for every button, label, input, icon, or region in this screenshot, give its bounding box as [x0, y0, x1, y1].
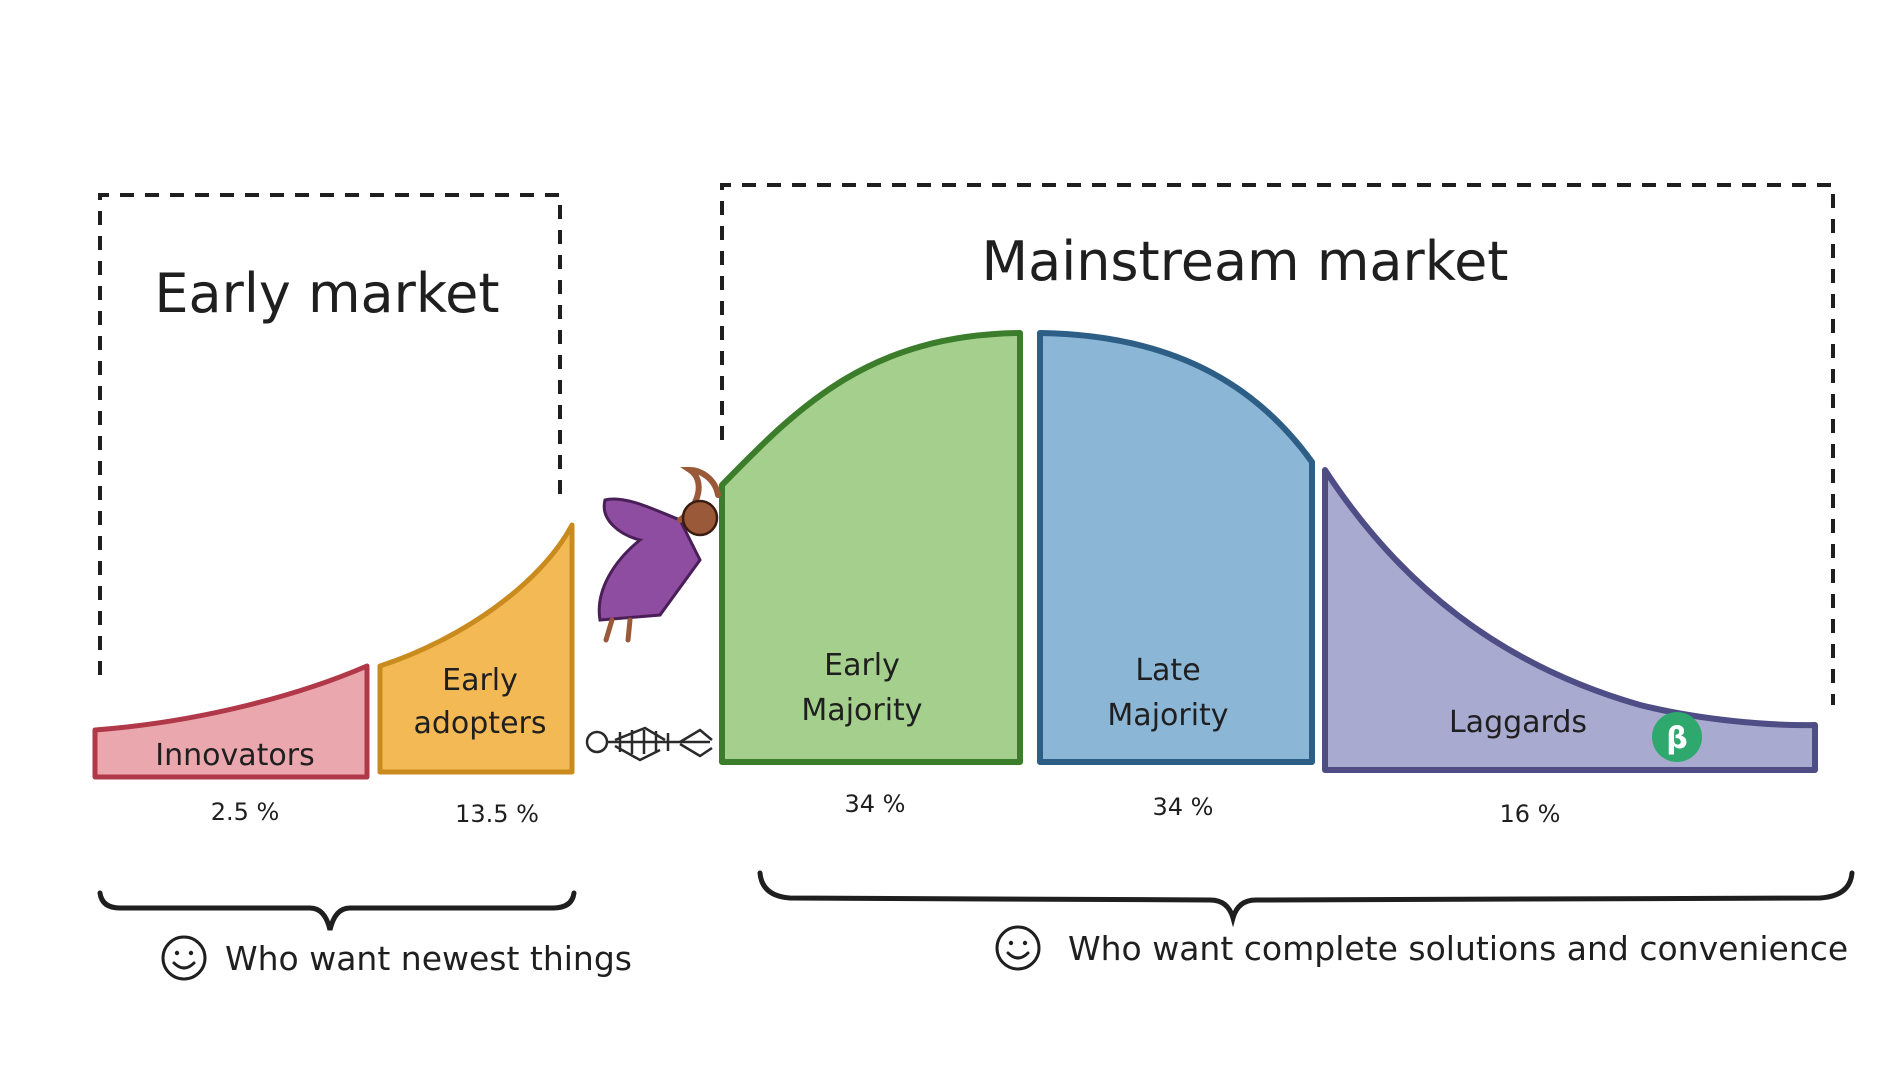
mainstream-market-caption: Who want complete solutions and convenie… — [1068, 929, 1848, 968]
beta-badge-icon — [1652, 712, 1702, 762]
early-market-box — [98, 193, 562, 675]
mainstream-market-box — [720, 183, 1835, 705]
laggards-segment — [1322, 467, 1818, 773]
early-adopters-label: Early — [442, 663, 518, 698]
early-market-title: Early market — [154, 262, 499, 325]
early-majority-percent: 34 % — [845, 790, 906, 818]
late-majority-label: Late — [1135, 653, 1200, 688]
laggards-percent: 16 % — [1500, 800, 1561, 828]
early-adopters-segment — [377, 522, 575, 775]
skeleton-illustration — [585, 726, 713, 762]
early-market-caption: Who want newest things — [225, 939, 632, 978]
beta-badge-glyph: β — [1666, 721, 1687, 756]
mainstream-market-brace — [757, 870, 1855, 928]
early-market-brace — [97, 890, 577, 931]
leaping-person-illustration — [597, 466, 721, 643]
early-majority-label: Early — [824, 648, 900, 683]
smiley-icon — [995, 925, 1041, 971]
early-adopters-percent: 13.5 % — [455, 800, 539, 828]
mainstream-market-title: Mainstream market — [982, 230, 1509, 293]
late-majority-percent: 34 % — [1153, 793, 1214, 821]
innovators-segment — [92, 663, 370, 780]
innovators-label: Innovators — [155, 738, 314, 773]
early-majority-segment — [719, 330, 1023, 765]
innovators-percent: 2.5 % — [211, 798, 280, 826]
smiley-icon — [161, 935, 207, 981]
late-majority-segment — [1037, 330, 1315, 765]
early-majority-label: Majority — [801, 693, 922, 728]
laggards-label: Laggards — [1449, 705, 1587, 740]
early-adopters-label: adopters — [413, 706, 546, 741]
late-majority-label: Majority — [1107, 698, 1228, 733]
